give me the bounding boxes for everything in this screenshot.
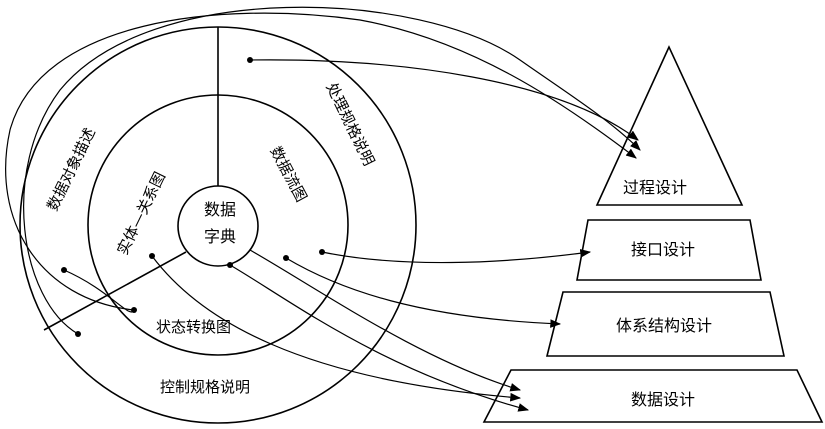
- arrow-entity-relationship-to-data: [151, 255, 522, 402]
- center-label-line2: 字典: [204, 227, 236, 246]
- analysis-model: 数据 字典 实体—关系图 数据流图 状态转换图 数据对象描述 处理规格说明 控制…: [19, 26, 417, 424]
- layer-architectural: [545, 291, 785, 357]
- design-model-pyramid: 过程设计 接口设计 体系结构设计 数据设计: [482, 45, 824, 423]
- arrow-data-flow-to-interface: [321, 249, 592, 264]
- entity-relationship-label: 实体—关系图: [113, 169, 169, 258]
- arrow-data-object-to-design: [63, 269, 135, 313]
- line-data-dictionary-to-data: [249, 249, 522, 392]
- process-specification-label: 处理规格说明: [322, 80, 378, 169]
- arrow-control-spec-to-procedural: [23, 6, 641, 335]
- layer-interface: [576, 219, 762, 281]
- arrow-state-transition-to-procedural: [5, 12, 637, 311]
- control-specification-label: 控制规格说明: [160, 378, 250, 396]
- data-design-label: 数据设计: [631, 390, 695, 409]
- layer-procedural: [595, 45, 744, 206]
- center-label-line1: 数据: [204, 200, 236, 219]
- layer-data: [482, 369, 824, 423]
- state-transition-label: 状态转换图: [156, 318, 231, 336]
- divider-lower-left: [43, 251, 187, 331]
- arrow-process-spec-to-procedural: [249, 59, 639, 141]
- procedural-design-label: 过程设计: [623, 178, 687, 197]
- architectural-design-label: 体系结构设计: [616, 316, 712, 335]
- arrow-data-dictionary-to-data: [229, 264, 530, 412]
- mapping-arrows: [5, 6, 641, 412]
- data-flow-label: 数据流图: [266, 143, 310, 204]
- interface-design-label: 接口设计: [631, 240, 695, 259]
- center-circle: [177, 185, 259, 267]
- arrow-data-flow-to-architectural: [285, 257, 562, 328]
